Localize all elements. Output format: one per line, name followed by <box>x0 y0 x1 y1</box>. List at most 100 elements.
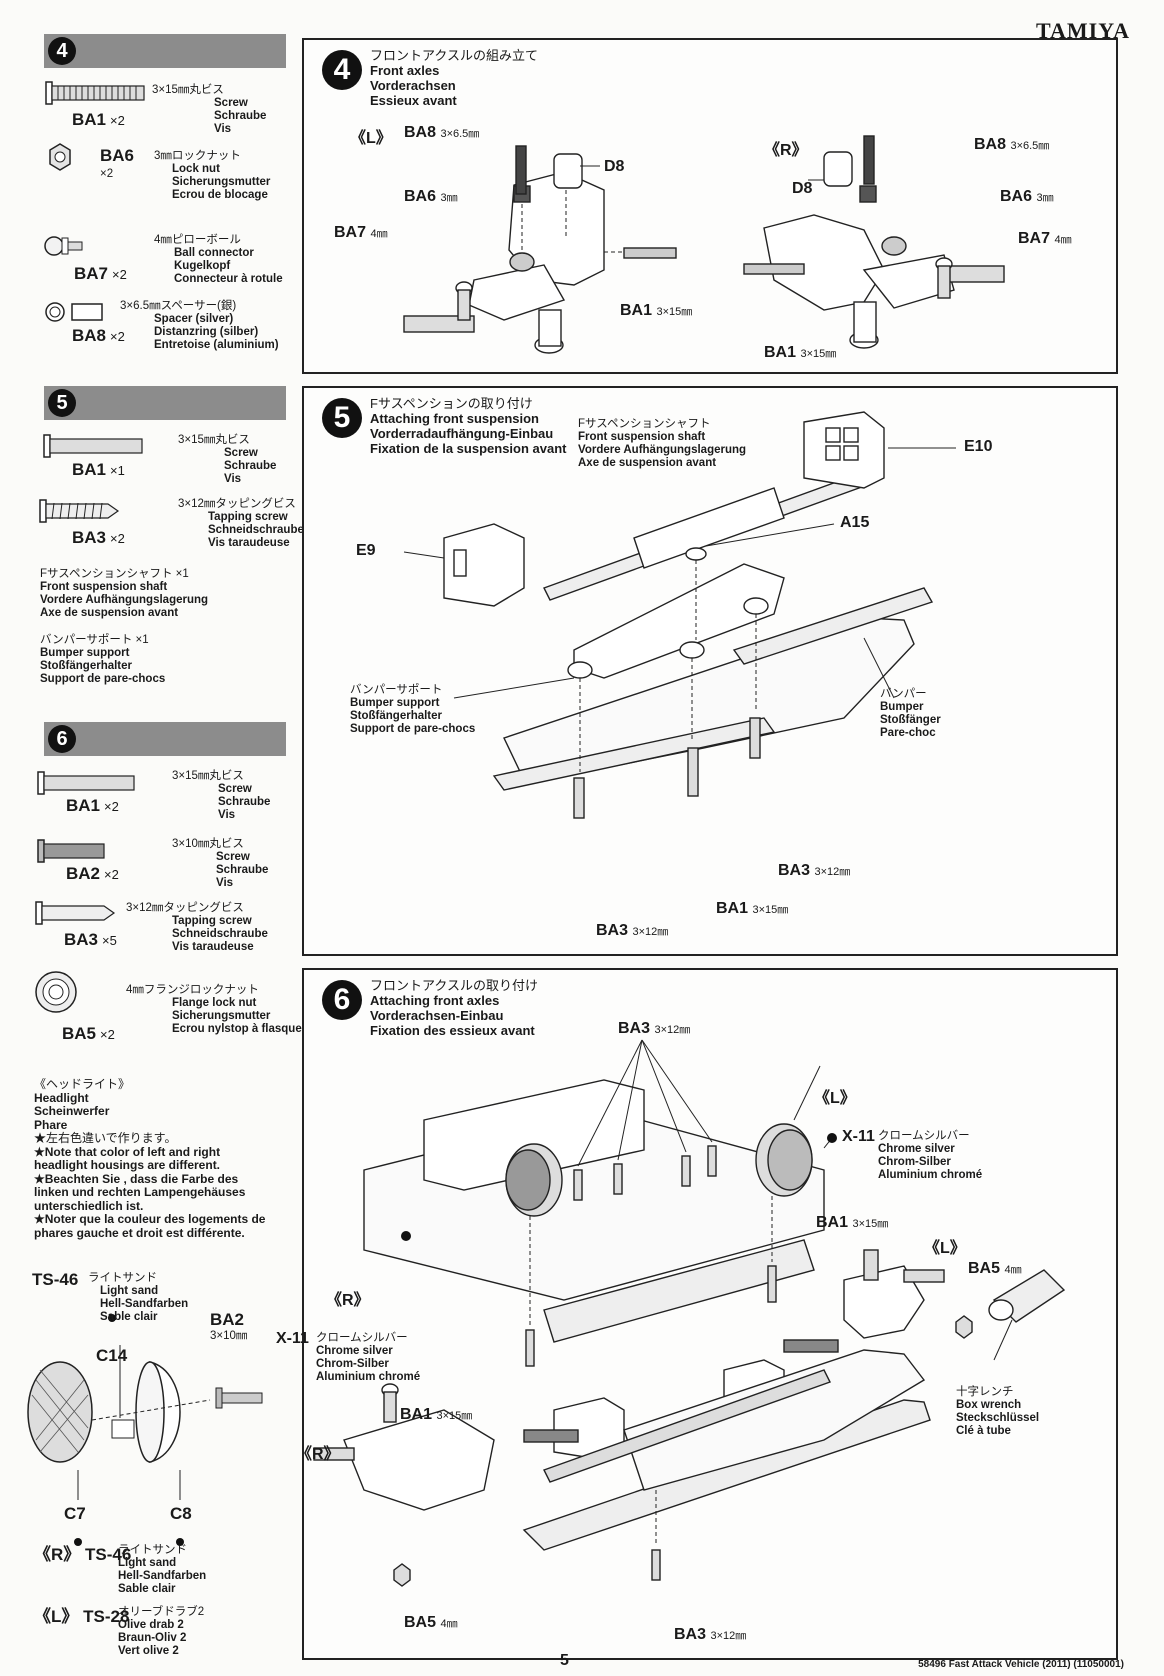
label-ba3-bottom: BA3 3×12㎜ <box>674 1626 747 1643</box>
screw-icon <box>43 434 143 458</box>
label-a15: A15 <box>840 514 870 531</box>
part-qty-ba6: ×2 <box>100 168 114 180</box>
part-code-c8: C8 <box>170 1504 192 1523</box>
label-ba6-r: BA6 3㎜ <box>1000 188 1054 205</box>
part-code-c14: C14 <box>96 1346 128 1365</box>
label-ba1: BA1 3×15㎜ <box>620 302 693 319</box>
label-ba3-right: BA3 3×12㎜ <box>778 862 851 879</box>
label-x11-r: X-11 <box>276 1330 309 1347</box>
step4-number: 4 <box>48 37 76 65</box>
box-wrench-label: 十字レンチ Box wrench Steckschlüssel Clé à tu… <box>956 1386 1040 1437</box>
step4-header: 4 <box>44 34 286 68</box>
part-desc-ba6: 3㎜ロックナット Lock nut Sicherungsmutter Ecrou… <box>154 150 271 201</box>
paint-desc-ts46: ライトサンド Light sand Hell-Sandfarben Sable … <box>88 1272 189 1323</box>
step5-header: 5 <box>44 386 286 420</box>
part-code-ba3: BA3×5 <box>64 930 117 949</box>
side-l-top: 《L》 <box>814 1090 856 1107</box>
paint-code-ts46: TS-46 <box>32 1270 79 1289</box>
left-part-icons <box>27 81 263 1546</box>
part-desc-ba3: 3×12㎜タッピングビス Tapping screw Schneidschrau… <box>178 498 304 549</box>
label-e9: E9 <box>356 542 376 559</box>
label-ba3-bottom: BA3 3×12㎜ <box>596 922 669 939</box>
side-l-label: 《L》 <box>350 130 392 147</box>
ball-connector-icon <box>44 236 83 256</box>
panel-step5: 5 Fサスペンションの取り付け Attaching front suspensi… <box>302 386 1118 956</box>
part-desc-ba5: 4㎜フランジロックナット Flange lock nut Sicherungsm… <box>126 984 302 1035</box>
panel6-title: フロントアクスルの取り付け Attaching front axles Vord… <box>370 978 538 1038</box>
part-desc-ba1: 3×15㎜丸ビス Screw Schraube Vis <box>178 434 277 485</box>
paint-l-desc: オリーブドラブ2 Olive drab 2 Braun-Oliv 2 Vert … <box>118 1606 205 1657</box>
spacer-icon <box>45 302 103 322</box>
label-ba7: BA7 4㎜ <box>334 224 388 241</box>
side-r-knuckle: 《R》 <box>296 1446 340 1463</box>
part-code-ba1: BA1×2 <box>66 796 119 815</box>
panel6-number: 6 <box>322 980 362 1020</box>
panel-step4: 4 フロントアクスルの組み立て Front axles Vorderachsen… <box>302 38 1118 374</box>
x11-desc-l: クロームシルバー Chrome silver Chrom-Silber Alum… <box>878 1130 983 1181</box>
front-axle-diagram <box>403 135 1005 354</box>
bumper-label: バンパー Bumper Stoßfänger Pare-choc <box>880 688 941 739</box>
part-code-ba3: BA3×2 <box>72 528 125 547</box>
front-axle-attach-diagram <box>313 1039 1066 1587</box>
label-ba6: BA6 3㎜ <box>404 188 458 205</box>
label-ba1-right: BA1 3×15㎜ <box>816 1214 889 1231</box>
label-e10: E10 <box>964 438 993 455</box>
step5-number: 5 <box>48 389 76 417</box>
step6-number: 6 <box>48 725 76 753</box>
x11-desc-r: クロームシルバー Chrome silver Chrom-Silber Alum… <box>316 1332 421 1383</box>
bumper-support-label: バンパーサポート Bumper support Stoßfängerhalter… <box>350 684 476 735</box>
headlight-note: 《ヘッドライト》 Headlight Scheinwerfer Phare ★左… <box>34 1077 266 1240</box>
part-code-c7: C7 <box>64 1504 86 1523</box>
footer-code: 58496 Fast Attack Vehicle (2011) (110500… <box>918 1659 1124 1670</box>
part-code-ba7: BA7×2 <box>74 264 127 283</box>
part-code-ba1: BA1×1 <box>72 460 125 479</box>
panel5-number: 5 <box>322 398 362 438</box>
side-l-knuckle: 《L》 <box>924 1240 966 1257</box>
part-desc-ba8: 3×6.5㎜スペーサー(銀) Spacer (silver) Distanzri… <box>120 300 279 351</box>
screw-icon <box>37 771 135 795</box>
front-suspension-shaft-label: Fサスペンションシャフト ×1 Front suspension shaft V… <box>40 568 209 619</box>
tapping-screw-icon <box>39 499 120 523</box>
screw-icon <box>37 839 105 863</box>
part-desc-ba1: 3×15㎜丸ビス Screw Schraube Vis <box>172 770 271 821</box>
part-desc-ba1: 3×15㎜丸ビス Screw Schraube Vis <box>152 84 267 135</box>
label-ba1-left: BA1 3×15㎜ <box>400 1406 473 1423</box>
paint-r-desc: ライトサンド Light sand Hell-Sandfarben Sable … <box>118 1544 207 1595</box>
part-code-ba1: BA1×2 <box>72 110 125 129</box>
lock-nut-icon <box>49 143 71 171</box>
label-ba3-top: BA3 3×12㎜ <box>618 1020 691 1037</box>
front-suspension-diagram <box>403 411 956 819</box>
label-ba1: BA1 3×15㎜ <box>716 900 789 917</box>
flange-nut-icon <box>35 971 77 1013</box>
step6-header: 6 <box>44 722 286 756</box>
panel4-number: 4 <box>322 50 362 90</box>
part-size-ba2: 3×10㎜ <box>210 1330 248 1342</box>
part-code-ba6: BA6 <box>100 146 135 165</box>
shaft-label: Fサスペンションシャフト Front suspension shaft Vord… <box>578 418 747 469</box>
part-desc-ba3: 3×12㎜タッピングビス Tapping screw Schneidschrau… <box>126 902 268 953</box>
part-code-ba2: BA2×2 <box>66 864 119 883</box>
part-desc-ba7: 4㎜ピローボール Ball connector Kugelkopf Connec… <box>154 234 283 285</box>
label-x11-l: X-11 <box>842 1128 875 1145</box>
label-d8-r: D8 <box>792 180 813 197</box>
page-number: 5 <box>560 1652 569 1669</box>
bumper-support-label: バンパーサポート ×1 Bumper support Stoßfängerhal… <box>40 634 166 685</box>
panel4-title: フロントアクスルの組み立て Front axles Vorderachsen E… <box>370 48 538 108</box>
screw-icon <box>45 81 145 105</box>
headlight-diagram <box>27 1314 263 1546</box>
label-ba8-r: BA8 3×6.5㎜ <box>974 136 1050 153</box>
label-ba8: BA8 3×6.5㎜ <box>404 124 480 141</box>
label-ba1-r: BA1 3×15㎜ <box>764 344 837 361</box>
part-code-ba5: BA5×2 <box>62 1024 115 1043</box>
paint-l-ts28: 《L》 TS-28 <box>34 1607 130 1626</box>
label-ba7-r: BA7 4㎜ <box>1018 230 1072 247</box>
side-r-top: 《R》 <box>326 1292 370 1309</box>
tapping-screw-icon <box>35 901 116 925</box>
part-desc-ba2: 3×10㎜丸ビス Screw Schraube Vis <box>172 838 269 889</box>
paint-r-ts46: 《R》 TS-46 <box>34 1545 132 1564</box>
label-ba5-bottom: BA5 4㎜ <box>404 1614 458 1631</box>
label-d8: D8 <box>604 158 625 175</box>
panel5-title: Fサスペンションの取り付け Attaching front suspension… <box>370 396 567 456</box>
label-ba5-right: BA5 4㎜ <box>968 1260 1022 1277</box>
part-code-ba8: BA8×2 <box>72 326 125 345</box>
